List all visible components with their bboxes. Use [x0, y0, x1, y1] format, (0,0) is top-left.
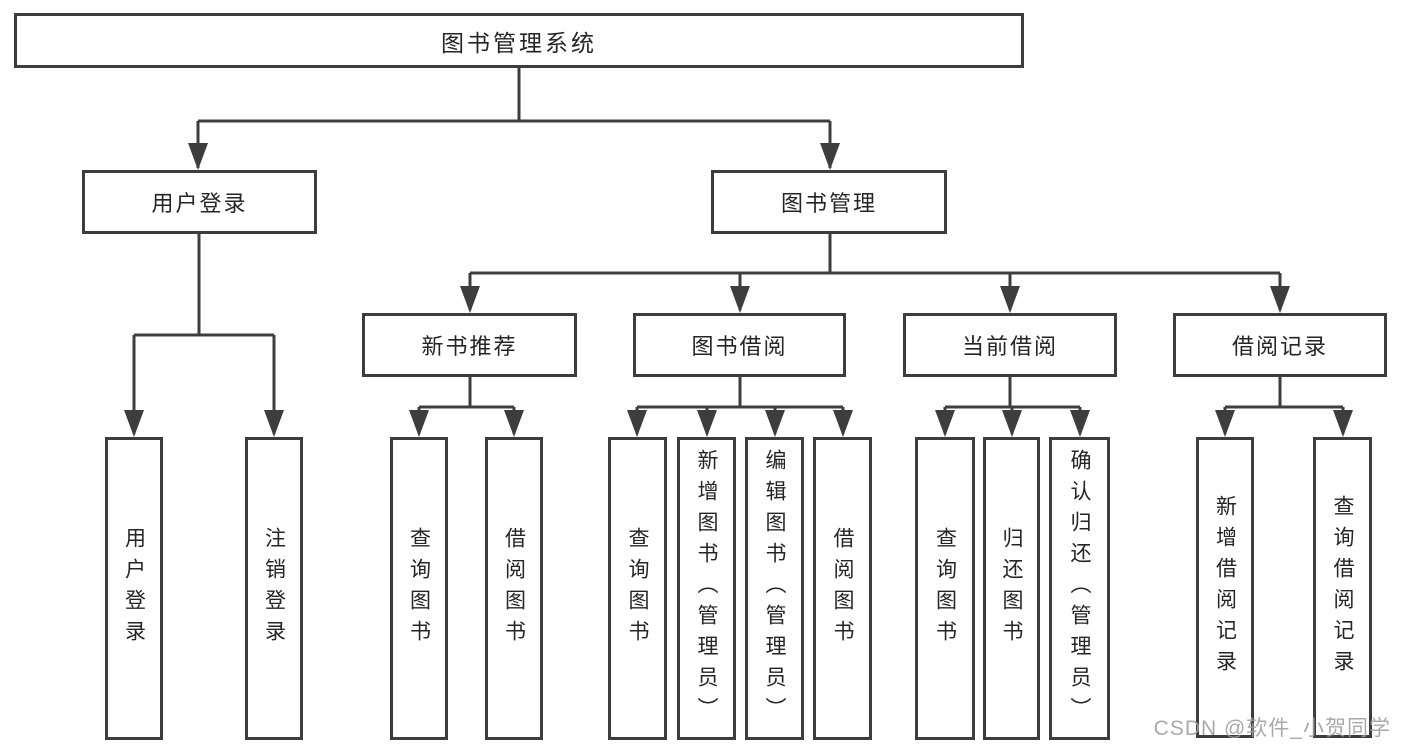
category-borrow-record: 借阅记录: [1173, 313, 1387, 377]
leaf-record-query: 查询借阅记录: [1313, 437, 1372, 738]
category-borrow-record-label: 借阅记录: [1231, 334, 1328, 359]
branch-book-management: 图书管理: [711, 170, 947, 234]
leaf-borrow-edit-admin-label: 编辑图书（管理员）: [763, 449, 786, 728]
category-current-borrow-label: 当前借阅: [961, 334, 1058, 359]
leaf-record-add: 新增借阅记录: [1196, 437, 1254, 738]
leaf-borrow-add-admin-label: 新增图书（管理员）: [695, 449, 718, 728]
leaf-borrow-edit-admin: 编辑图书（管理员）: [745, 437, 804, 740]
leaf-user-login: 用户登录: [105, 437, 163, 740]
leaf-user-login-label: 用户登录: [122, 526, 146, 651]
leaf-confirm-return-admin: 确认归还（管理员）: [1049, 437, 1110, 740]
leaf-record-query-label: 查询借阅记录: [1331, 494, 1354, 681]
category-book-borrow: 图书借阅: [633, 313, 846, 377]
watermark: CSDN @软件_小贺同学: [1153, 717, 1391, 740]
category-book-borrow-label: 图书借阅: [691, 334, 788, 359]
branch-book-management-label: 图书管理: [780, 191, 877, 216]
leaf-newbook-borrow: 借阅图书: [485, 437, 543, 740]
leaf-borrow-query-label: 查询图书: [626, 526, 649, 651]
leaf-return-book: 归还图书: [983, 437, 1040, 740]
branch-user-login-label: 用户登录: [151, 191, 248, 216]
leaf-borrow-add-admin: 新增图书（管理员）: [677, 437, 736, 740]
category-new-book-label: 新书推荐: [421, 334, 518, 359]
leaf-newbook-query: 查询图书: [390, 437, 448, 740]
leaf-borrow-query: 查询图书: [608, 437, 667, 740]
category-new-book: 新书推荐: [362, 313, 577, 377]
root-node-label: 图书管理系统: [441, 29, 597, 56]
leaf-record-add-label: 新增借阅记录: [1213, 494, 1237, 681]
leaf-newbook-borrow-label: 借阅图书: [502, 526, 526, 651]
leaf-logout-label: 注销登录: [262, 526, 286, 651]
leaf-current-query: 查询图书: [915, 437, 975, 740]
root-node-system: 图书管理系统: [14, 13, 1024, 68]
leaf-return-book-label: 归还图书: [1000, 526, 1023, 651]
category-current-borrow: 当前借阅: [903, 313, 1117, 377]
leaf-current-query-label: 查询图书: [933, 526, 957, 651]
arrowheads: [124, 143, 1353, 437]
leaf-borrow-book-label: 借阅图书: [831, 526, 854, 651]
leaf-confirm-return-admin-label: 确认归还（管理员）: [1068, 449, 1091, 728]
branch-user-login: 用户登录: [82, 170, 317, 234]
leaf-borrow-book: 借阅图书: [813, 437, 872, 740]
leaf-logout: 注销登录: [245, 437, 303, 740]
leaf-newbook-query-label: 查询图书: [407, 526, 431, 651]
